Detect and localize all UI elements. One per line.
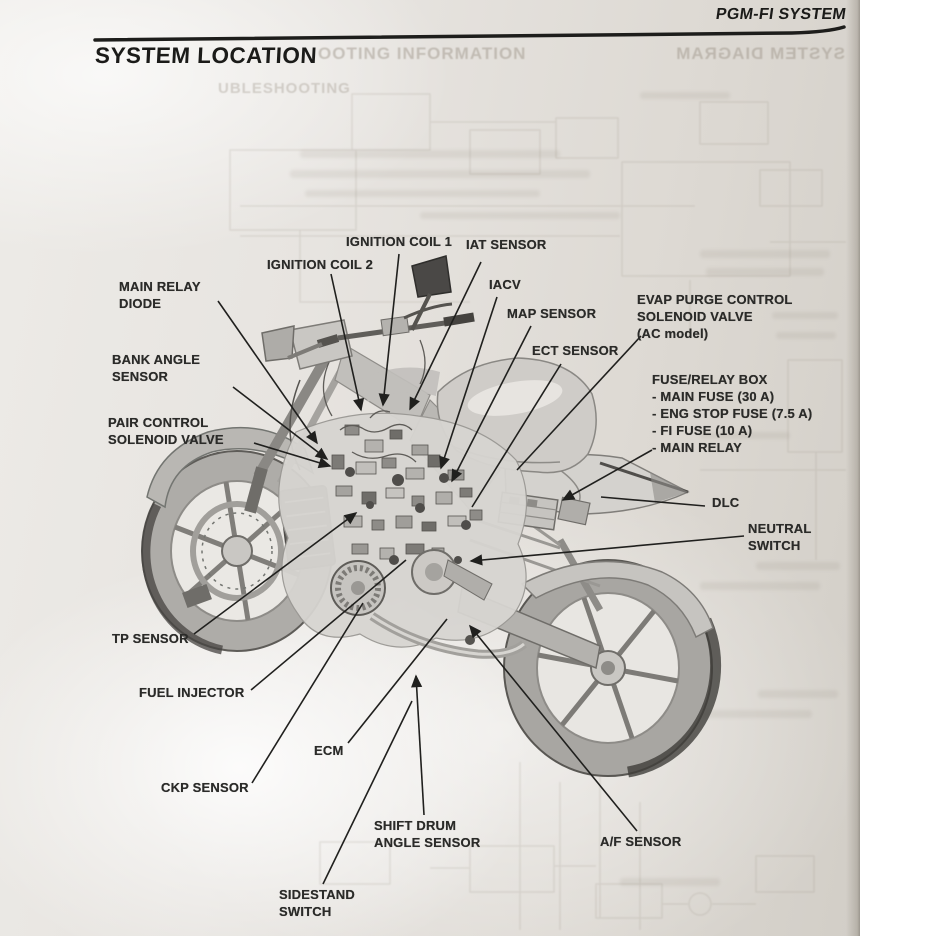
ghost-wiring-diagram — [229, 93, 846, 930]
rear-wheel — [503, 559, 722, 778]
leader-shift-drum — [411, 674, 425, 816]
page-title: SYSTEM LOCATION — [94, 43, 318, 68]
leader-neutral-switch — [469, 535, 745, 566]
callout-af-sensor: A/F SENSOR — [600, 834, 682, 849]
callout-evap-purge-control-solenoid-valve: EVAP PURGE CONTROL SOLENOID VALVE (AC mo… — [637, 292, 793, 341]
callout-ignition-coil-2: IGNITION COIL 2 — [267, 257, 374, 272]
callout-pair-control-solenoid-valve: PAIR CONTROL SOLENOID VALVE — [108, 415, 224, 447]
right-mirror — [410, 255, 452, 331]
leader-map-sensor — [451, 325, 532, 483]
leader-bank-angle-sensor — [232, 386, 329, 460]
callout-fuse-relay-box: FUSE/RELAY BOX - MAIN FUSE (30 A) - ENG … — [652, 372, 813, 455]
callout-iacv: IACV — [489, 277, 521, 292]
left-mirror — [261, 325, 323, 362]
callout-ckp-sensor: CKP SENSOR — [161, 780, 249, 795]
callout-main-relay-diode: MAIN RELAY DIODE — [119, 279, 201, 311]
leader-af-sensor — [468, 624, 638, 832]
leader-sidestand — [322, 700, 413, 885]
callout-tp-sensor: TP SENSOR — [112, 631, 189, 646]
callout-map-sensor: MAP SENSOR — [507, 306, 597, 321]
ghost-text-smudges — [290, 92, 840, 886]
leader-dlc — [600, 496, 706, 507]
leader-pair-control — [253, 442, 332, 469]
corner-title: PGM-FI SYSTEM — [714, 6, 848, 23]
callout-ecm: ECM — [314, 743, 344, 758]
header-rule — [93, 25, 846, 42]
callout-shift-drum-angle-sensor: SHIFT DRUM ANGLE SENSOR — [374, 818, 481, 850]
leader-tp-sensor — [193, 512, 358, 635]
callout-ignition-coil-1: IGNITION COIL 1 — [346, 234, 453, 249]
rear-fender — [520, 560, 714, 639]
handlebar — [261, 255, 475, 370]
leader-fuse-relay-box — [561, 449, 653, 501]
leader-ignition-coil-1 — [378, 253, 400, 407]
leader-main-relay-diode — [217, 300, 318, 445]
callout-sidestand-switch: SIDESTAND SWITCH — [279, 887, 355, 919]
engine — [278, 339, 528, 648]
front-wheel — [141, 450, 333, 655]
callout-iat-sensor: IAT SENSOR — [466, 237, 547, 252]
motorcycle — [141, 255, 722, 778]
leader-ecm — [347, 618, 448, 744]
callout-dlc: DLC — [712, 495, 740, 510]
leader-iat-sensor — [409, 261, 482, 411]
ghost-text-troubleshooting-information: OOTING INFORMATION — [318, 44, 527, 63]
callout-neutral-switch: NEUTRAL SWITCH — [748, 521, 812, 553]
callout-ect-sensor: ECT SENSOR — [532, 343, 619, 358]
callout-fuel-injector: FUEL INJECTOR — [139, 685, 245, 700]
leader-ckp-sensor — [251, 602, 364, 784]
page-edge-shadow — [846, 0, 860, 936]
leader-lines — [193, 253, 745, 885]
battery-box — [557, 496, 591, 526]
leader-evap — [516, 335, 642, 471]
leader-fuel-injector — [250, 559, 407, 691]
ghost-text-troubleshooting: UBLESHOOTING — [218, 80, 351, 97]
leader-ect-sensor — [471, 363, 562, 508]
leader-iacv — [439, 296, 498, 470]
callout-bank-angle-sensor: BANK ANGLE SENSOR — [112, 352, 201, 384]
ghost-text-system-diagram-mirrored: SYSTEM DIAGRAM — [675, 44, 845, 63]
leader-ignition-coil-2 — [330, 273, 365, 412]
